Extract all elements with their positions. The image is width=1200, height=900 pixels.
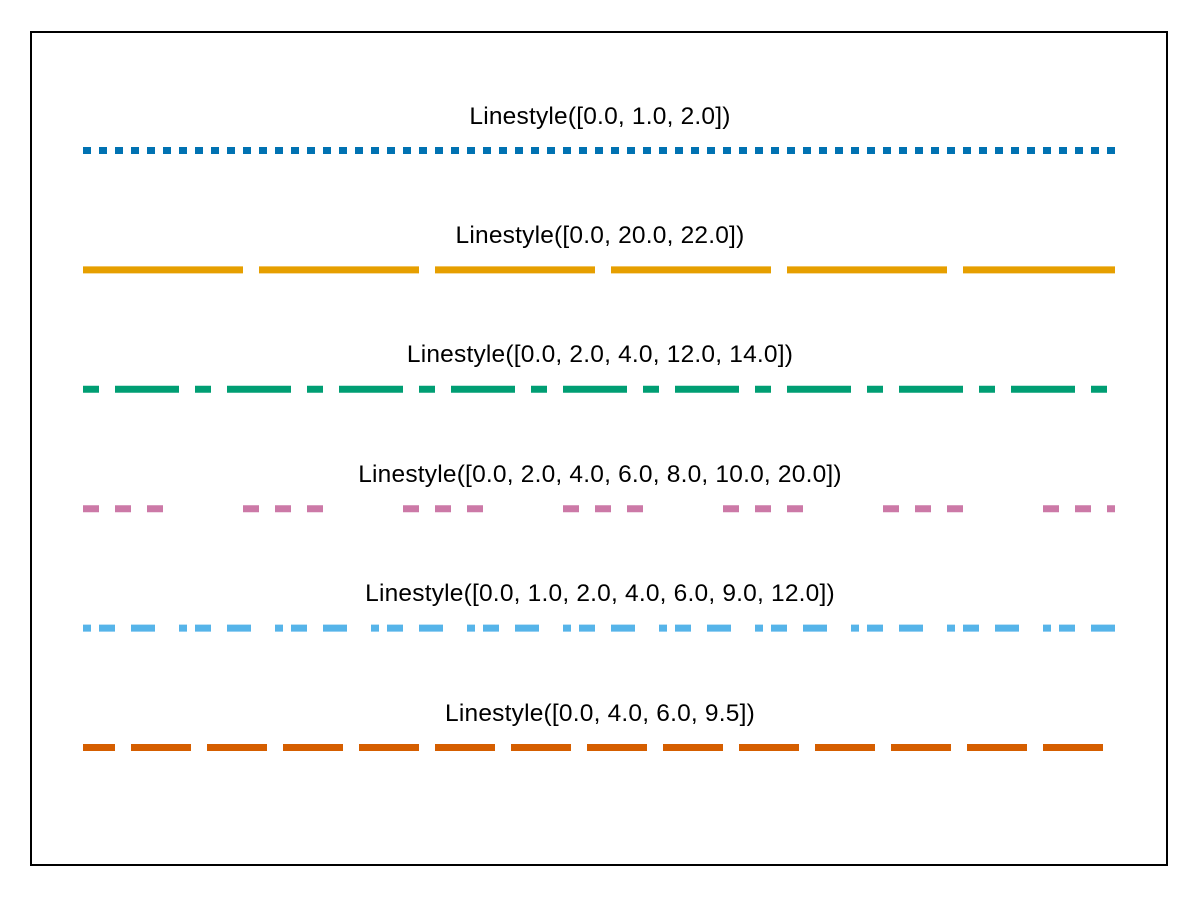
linestyle-label-3: Linestyle([0.0, 2.0, 4.0, 12.0, 14.0]) xyxy=(406,341,794,369)
linestyle-label-6: Linestyle([0.0, 4.0, 6.0, 9.5]) xyxy=(445,699,755,727)
linestyle-label-2: Linestyle([0.0, 20.0, 22.0]) xyxy=(455,221,745,249)
linestyle-label-4: Linestyle([0.0, 2.0, 4.0, 6.0, 8.0, 10.0… xyxy=(358,460,842,488)
linestyle-label-1: Linestyle([0.0, 1.0, 2.0]) xyxy=(469,102,731,130)
linestyle-label-5: Linestyle([0.0, 1.0, 2.0, 4.0, 6.0, 9.0,… xyxy=(365,580,835,608)
plot-frame xyxy=(30,31,1168,866)
